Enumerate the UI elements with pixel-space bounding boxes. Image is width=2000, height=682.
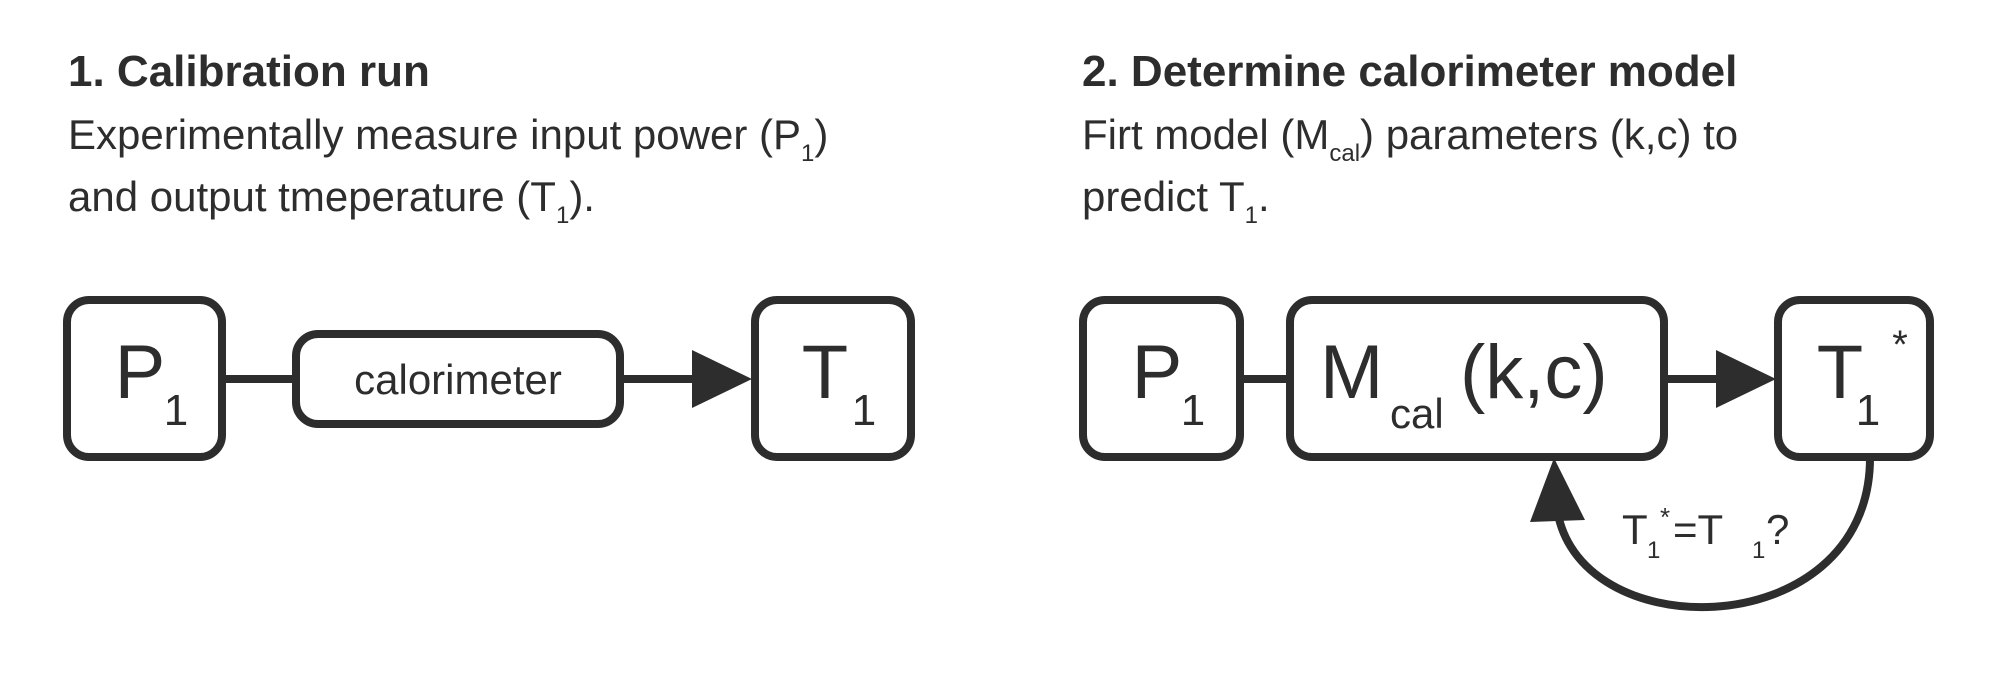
panel2-description: Firt model (Mcal) parameters (k,c) to pr…: [1082, 104, 1739, 229]
loop-label-t1: T: [1622, 506, 1648, 553]
panel2-desc-line2: predict T1.: [1082, 173, 1270, 229]
p2-output-superscript: *: [1892, 323, 1908, 367]
p2-input-subscript: 1: [1181, 386, 1205, 435]
p2-input-node: P 1: [1079, 296, 1244, 461]
p2-arrowhead: [1716, 350, 1776, 408]
p2-output-node: T 1 *: [1774, 296, 1934, 461]
p2-model-node: M cal (k,c): [1286, 296, 1668, 461]
loop-label-eq: =T: [1673, 506, 1723, 553]
p1-arrowhead: [692, 350, 752, 408]
p2-feedback-arrowhead: [1530, 458, 1585, 522]
panel2-desc-line1: Firt model (Mcal) parameters (k,c) to: [1082, 111, 1739, 167]
panel2-diagram: P 1 M cal (k,c) T 1 * T 1 * =T 1 ?: [1079, 296, 1934, 612]
p1-input-label: P: [115, 330, 166, 415]
p2-feedback-arc: [1552, 457, 1874, 612]
p1-process-label: calorimeter: [354, 356, 562, 403]
panel1-desc-line1: Experimentally measure input power (P1): [68, 111, 829, 167]
p1-output-subscript: 1: [852, 386, 876, 435]
loop-label-t1-sup: *: [1660, 502, 1670, 532]
p2-model-args: (k,c): [1460, 330, 1608, 415]
p2-output-label: T: [1817, 330, 1863, 415]
p2-input-label: P: [1132, 330, 1183, 415]
p1-output-node: T 1: [751, 296, 915, 461]
panel1-heading: 1. Calibration run: [68, 47, 430, 96]
panel1-desc-line2: and output tmeperature (T1).: [68, 173, 595, 229]
p1-process-node: calorimeter: [292, 330, 624, 428]
loop-label-t1b-sub: 1: [1752, 537, 1765, 564]
p2-model-label: M: [1320, 330, 1383, 415]
panel1-description: Experimentally measure input power (P1) …: [68, 104, 829, 229]
p1-input-node: P 1: [63, 296, 226, 461]
p2-model-subscript: cal: [1390, 390, 1444, 437]
panel2-heading: 2. Determine calorimeter model: [1082, 47, 1738, 96]
loop-label-question: ?: [1766, 506, 1789, 553]
p2-loop-label: T 1 * =T 1 ?: [1622, 502, 1789, 564]
panel1-diagram: P 1 calorimeter T 1: [63, 296, 915, 461]
p2-output-subscript: 1: [1856, 386, 1880, 435]
loop-label-t1-sub: 1: [1647, 537, 1660, 564]
p1-output-label: T: [802, 330, 848, 415]
p1-input-subscript: 1: [164, 386, 188, 435]
